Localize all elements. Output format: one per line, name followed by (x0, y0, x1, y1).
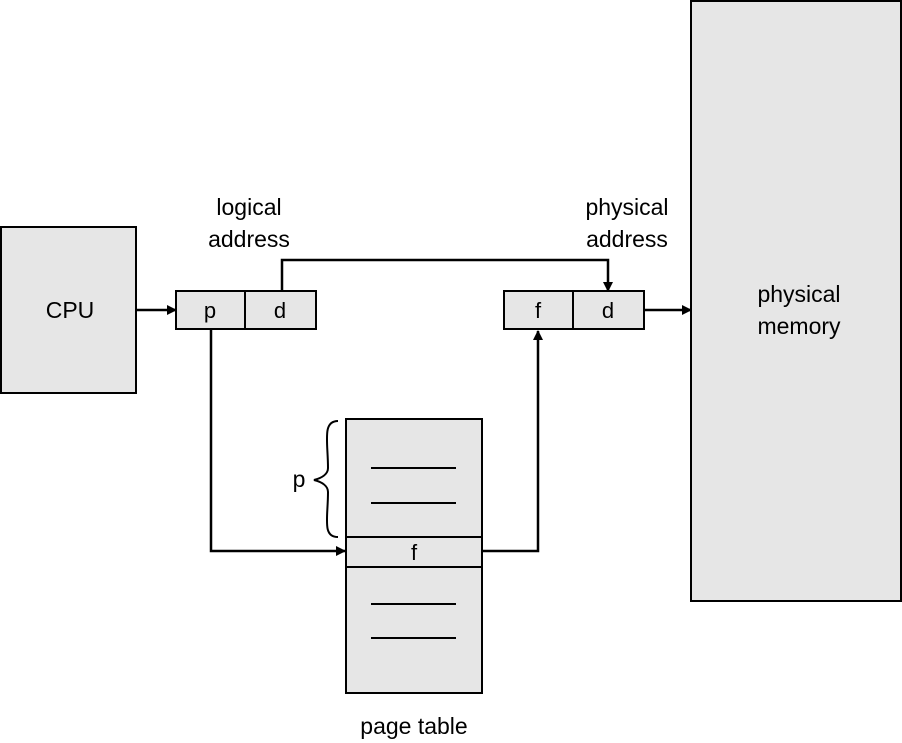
page-table-caption: page table (360, 713, 467, 739)
page-table: f (345, 418, 483, 694)
logical-offset-field: d (274, 298, 286, 323)
page-index-label: p (293, 466, 306, 492)
physical-memory-label-line1: physical (757, 281, 840, 307)
logical-address-caption-line2: address (208, 226, 290, 252)
physical-address-caption-line2: address (586, 226, 668, 252)
physical-memory-label-line2: memory (757, 313, 841, 339)
page-table-frame-value: f (411, 540, 418, 565)
page-table-entry-row (345, 536, 483, 568)
logical-page-field: p (204, 298, 216, 323)
cpu-label: CPU (46, 297, 95, 323)
physical-memory-box: physical memory (690, 0, 902, 602)
physical-offset-field: d (602, 298, 614, 323)
cpu-box: CPU (0, 226, 137, 394)
page-index-brace (313, 420, 339, 538)
frame-number-arrow (482, 330, 543, 553)
logical-address-caption-line1: logical (216, 194, 281, 220)
offset-copy-arrow (280, 258, 613, 292)
physical-address-register: f d (503, 290, 645, 330)
page-index-arrow (209, 329, 346, 556)
logical-address-register: p d (175, 290, 317, 330)
physical-address-caption-line1: physical (585, 194, 668, 220)
physical-frame-field: f (535, 298, 542, 323)
